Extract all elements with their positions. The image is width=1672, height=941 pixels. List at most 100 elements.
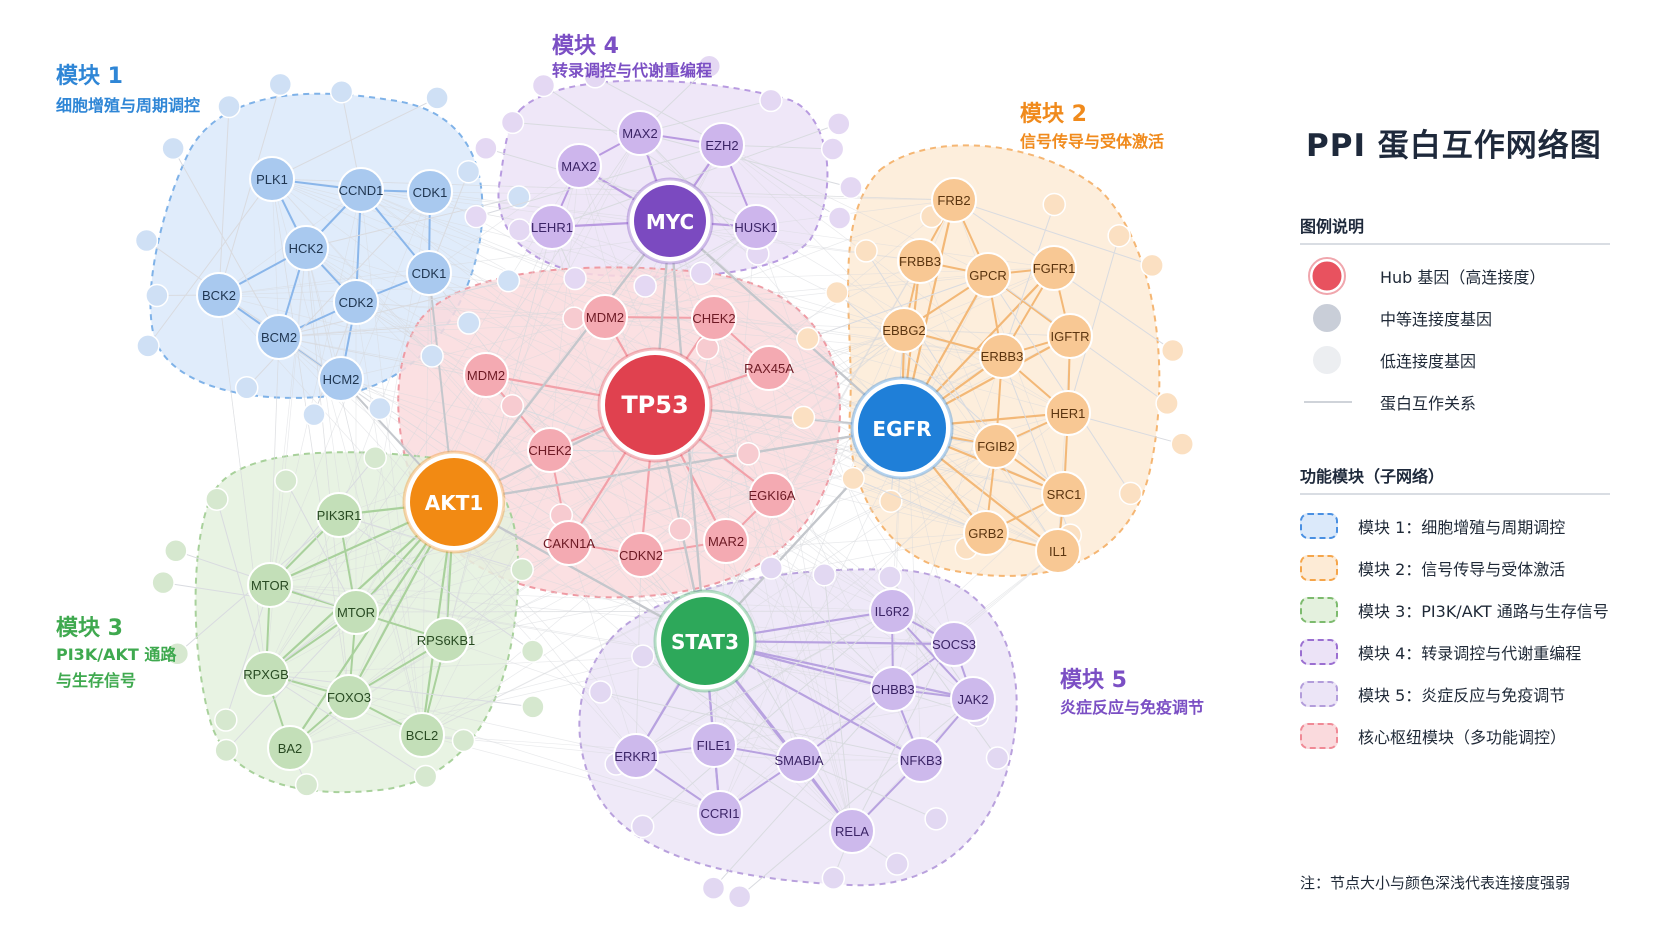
gene-node-circle	[196, 272, 242, 318]
gene-node[interactable]: NFKB3	[898, 737, 944, 783]
interaction-edge	[289, 610, 893, 749]
gene-node[interactable]: BCK2	[196, 272, 242, 318]
gene-node[interactable]: EBBG2	[881, 307, 927, 353]
gene-node[interactable]: RPS6KB1	[417, 617, 476, 663]
gene-node-circle	[556, 143, 602, 189]
gene-node[interactable]: CHEK2	[527, 427, 573, 473]
gene-node[interactable]: CDKN2	[618, 532, 664, 578]
gene-node[interactable]: MAX2	[617, 110, 663, 156]
low-degree-node	[563, 266, 587, 291]
gene-node[interactable]: CDK2	[333, 279, 379, 325]
gene-node[interactable]: BCM2	[256, 314, 302, 360]
hub-node-stat3[interactable]: STAT3	[653, 589, 757, 693]
low-degree-node	[413, 764, 438, 789]
interaction-edge	[348, 132, 641, 698]
gene-node[interactable]: CAKN1A	[543, 520, 595, 566]
gene-node[interactable]: SMABIA	[774, 737, 824, 783]
gene-node[interactable]: CCND1	[338, 167, 384, 213]
gene-node[interactable]: MTOR	[333, 589, 379, 635]
interaction-edge	[218, 294, 606, 318]
leaf-edge	[798, 759, 937, 820]
gene-node[interactable]: SOCS3	[931, 621, 977, 667]
gene-node[interactable]: MAX2	[556, 143, 602, 189]
gene-node[interactable]: FRB2	[931, 177, 977, 223]
hub-node-tp53[interactable]: TP53	[597, 347, 713, 463]
gene-node[interactable]: FGFR1	[1031, 245, 1077, 291]
leaf-edge	[172, 148, 280, 338]
low-degree-node	[854, 239, 878, 263]
gene-node[interactable]: RAX45A	[744, 345, 794, 391]
gene-node[interactable]: CHBB3	[870, 666, 916, 712]
legend-item-low: 低连接度基因	[1300, 339, 1630, 381]
gene-node[interactable]: GRB2	[963, 510, 1009, 556]
hub-label: STAT3	[671, 630, 739, 654]
gene-node[interactable]: MTOR	[247, 562, 293, 608]
gene-label: CDK2	[339, 295, 374, 310]
gene-node[interactable]: HCK2	[283, 225, 329, 271]
gene-node[interactable]: CHEK2	[691, 295, 737, 341]
gene-node[interactable]: IGFTR	[1047, 313, 1093, 359]
gene-node[interactable]: GPCR	[965, 252, 1011, 298]
gene-node[interactable]: ERKR1	[613, 733, 659, 779]
low-degree-node	[697, 54, 722, 79]
hub-label: EGFR	[872, 417, 931, 441]
interaction-edge	[271, 178, 423, 736]
gene-node-circle	[1045, 390, 1091, 436]
gene-node[interactable]: CDK1	[407, 169, 453, 215]
gene-node[interactable]: FILE1	[691, 722, 737, 768]
gene-node[interactable]: MAR2	[703, 518, 749, 564]
hub-node-akt1[interactable]: AKT1	[402, 450, 506, 554]
hub-node-myc[interactable]: MYC	[626, 177, 714, 265]
low-degree-node	[562, 306, 586, 330]
gene-node[interactable]: CDK1	[406, 250, 452, 296]
gene-node[interactable]: JAK2	[950, 676, 996, 722]
gene-node[interactable]: BA2	[267, 725, 313, 771]
gene-node[interactable]: MDM2	[463, 352, 509, 398]
gene-node[interactable]: HCM2	[318, 356, 364, 402]
gene-node[interactable]: EGKI6A	[749, 472, 796, 518]
gene-node[interactable]: EZH2	[699, 122, 745, 168]
gene-node[interactable]: FOXO3	[326, 674, 372, 720]
gene-label: HUSK1	[734, 220, 777, 235]
gene-node[interactable]: RELA	[829, 808, 875, 854]
gene-node[interactable]: FRBB3	[897, 238, 943, 284]
module-swatch-icon	[1300, 639, 1338, 665]
leaf-edge	[1067, 235, 1120, 414]
low-degree-node	[214, 738, 238, 763]
leaf-edge	[338, 514, 533, 652]
gene-node-circle	[399, 712, 445, 758]
gene-node[interactable]: HER1	[1045, 390, 1091, 436]
gene-node[interactable]: SRC1	[1041, 471, 1087, 517]
gene-label: EZH2	[705, 138, 738, 153]
module-legend-label: 模块 1：细胞增殖与周期调控	[1358, 518, 1566, 537]
interaction-edge	[445, 639, 800, 761]
gene-node[interactable]: LEHR1	[529, 204, 575, 250]
interaction-edge	[568, 427, 903, 544]
interaction-edge	[271, 178, 955, 201]
gene-node[interactable]: CCRI1	[697, 790, 743, 836]
hub-label: TP53	[621, 391, 688, 419]
low-degree-node	[878, 565, 902, 589]
gene-node[interactable]: RPXGB	[243, 651, 289, 697]
gene-node[interactable]: PLK1	[249, 156, 295, 202]
interaction-edge	[713, 317, 853, 832]
gene-node[interactable]: PIK3R1	[316, 492, 362, 538]
gene-node[interactable]: IL1	[1035, 528, 1081, 574]
interaction-edge	[568, 542, 637, 757]
gene-node-circle	[869, 588, 915, 634]
gene-node[interactable]: IL6R2	[869, 588, 915, 634]
gene-node-circle	[249, 156, 295, 202]
interaction-edge	[278, 317, 715, 338]
low-degree-node	[885, 852, 909, 876]
gene-node[interactable]: FGIB2	[973, 423, 1019, 469]
gene-node[interactable]: MDM2	[582, 294, 628, 340]
gene-label: FRBB3	[899, 254, 941, 269]
gene-node[interactable]: HUSK1	[733, 204, 779, 250]
leaf-edge	[271, 97, 438, 180]
gene-node[interactable]: BCL2	[399, 712, 445, 758]
gene-node[interactable]: ERBB3	[979, 333, 1025, 379]
interaction-edge	[265, 643, 955, 675]
hub-node-egfr[interactable]: EGFR	[850, 376, 954, 480]
interaction-edge	[445, 532, 987, 641]
